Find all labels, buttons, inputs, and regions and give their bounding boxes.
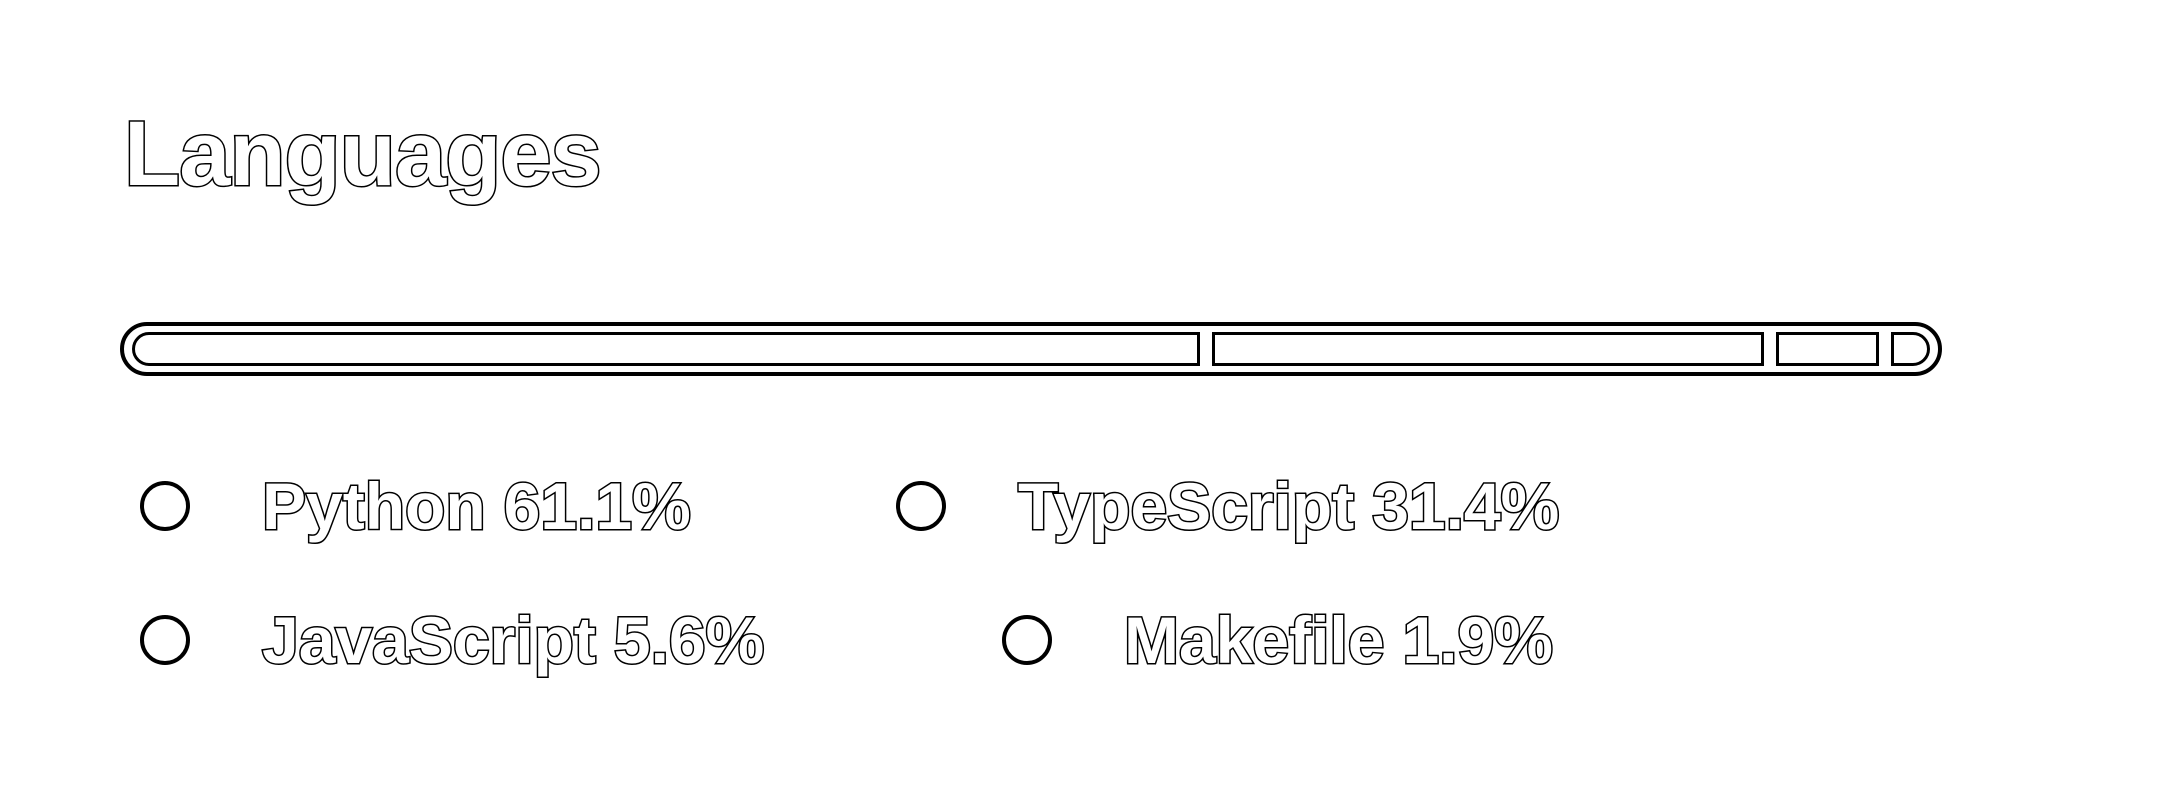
language-name: JavaScript bbox=[261, 603, 598, 677]
language-percent: 61.1% bbox=[502, 469, 692, 543]
language-color-dot bbox=[140, 481, 190, 531]
languages-heading: Languages bbox=[123, 103, 604, 205]
language-name: Python bbox=[261, 469, 488, 543]
progress-segment-makefile[interactable] bbox=[1890, 332, 1930, 366]
language-color-dot bbox=[140, 615, 190, 665]
language-progress-bar bbox=[120, 322, 1942, 376]
language-name: TypeScript bbox=[1016, 469, 1355, 543]
language-color-dot bbox=[1002, 615, 1052, 665]
language-percent: 31.4% bbox=[1371, 469, 1561, 543]
language-percent: 1.9% bbox=[1401, 603, 1554, 677]
language-name: Makefile bbox=[1122, 603, 1385, 677]
progress-segment-typescript[interactable] bbox=[1211, 332, 1764, 366]
language-percent: 5.6% bbox=[612, 603, 765, 677]
language-color-dot bbox=[896, 481, 946, 531]
progress-segment-python[interactable] bbox=[132, 332, 1200, 366]
progress-segment-javascript[interactable] bbox=[1775, 332, 1879, 366]
